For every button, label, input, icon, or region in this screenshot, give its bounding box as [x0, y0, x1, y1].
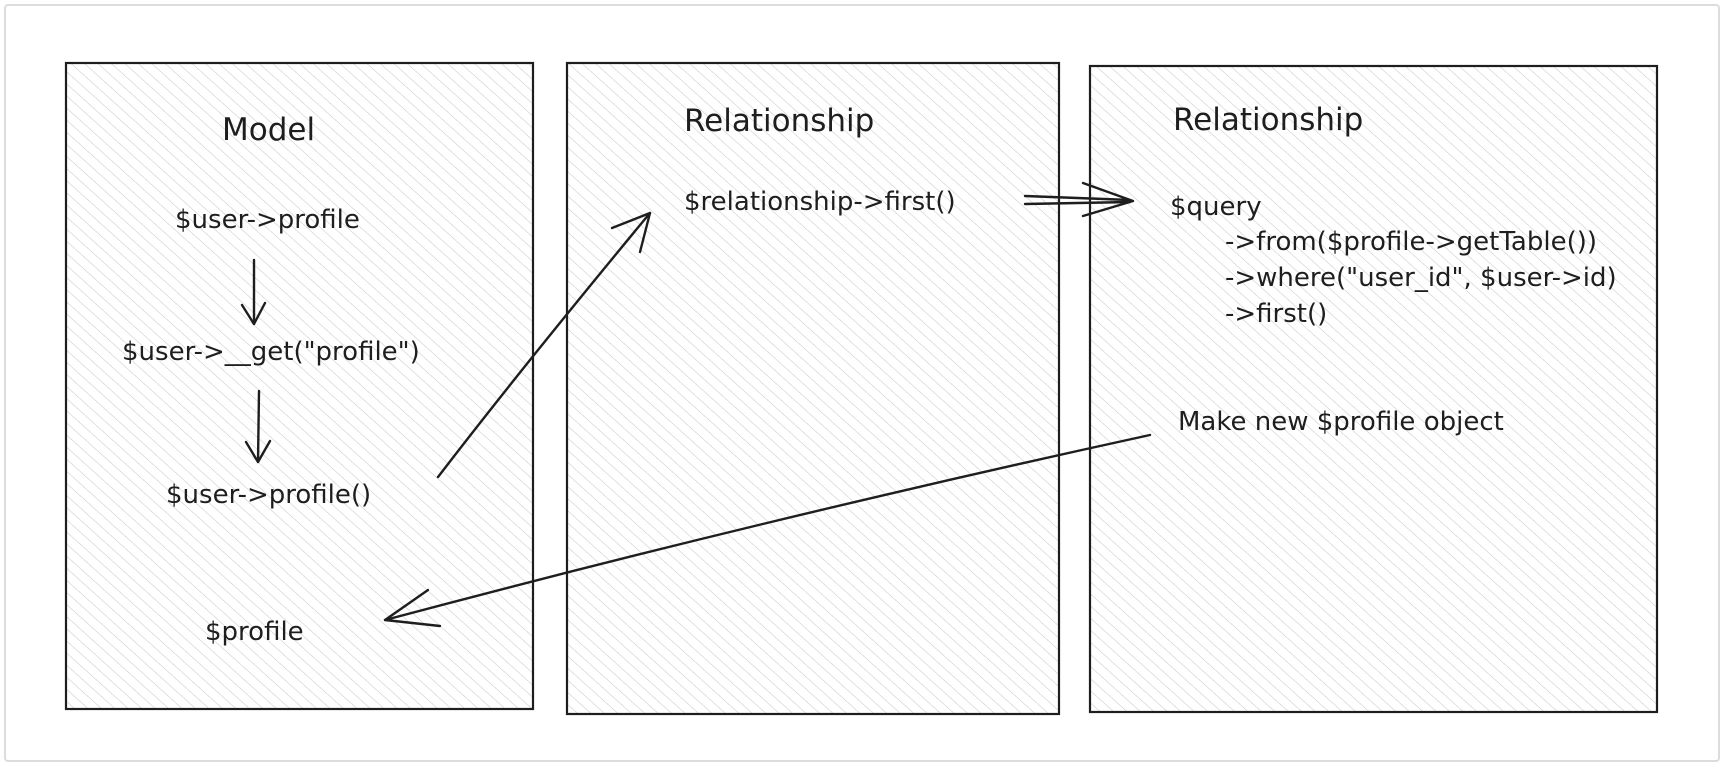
panel-model-title: Model — [222, 112, 315, 148]
panel-relationship-1-title: Relationship — [684, 103, 874, 139]
model-item-4: $profile — [205, 617, 304, 647]
arrow-down-1 — [240, 258, 267, 326]
arrow-to-relationship — [436, 211, 652, 479]
arrow-back-to-profile — [383, 433, 1152, 628]
profile-note: Make new $profile object — [1178, 407, 1504, 437]
panel-model-box — [64, 61, 535, 711]
double-arrow-to-query — [1023, 181, 1135, 218]
model-item-3: $user->profile() — [166, 480, 371, 510]
query-line-2: ->from($profile->getTable()) — [1225, 227, 1597, 257]
arrow-down-2 — [244, 389, 272, 464]
query-line-1: $query — [1170, 192, 1262, 222]
panel-relationship-1-box — [565, 61, 1061, 716]
model-item-2: $user->__get("profile") — [122, 337, 420, 367]
query-line-3: ->where("user_id", $user->id) — [1225, 263, 1617, 293]
relationship-call: $relationship->first() — [684, 187, 956, 217]
panel-relationship-1: Relationship $relationship->first() — [565, 61, 1061, 716]
panel-relationship-2-title: Relationship — [1173, 102, 1363, 138]
model-item-1: $user->profile — [175, 205, 360, 235]
panel-relationship-2: Relationship $query ->from($profile->get… — [1088, 64, 1659, 714]
query-line-4: ->first() — [1225, 299, 1327, 329]
panel-relationship-2-box — [1088, 64, 1659, 714]
panel-model: Model $user->profile $user->__get("profi… — [64, 61, 535, 711]
